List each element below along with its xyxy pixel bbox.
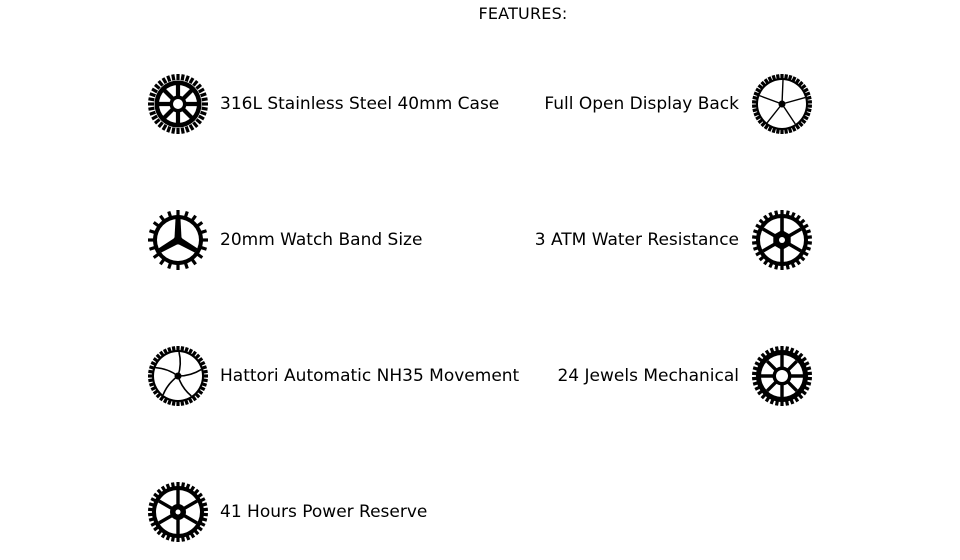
gear-three-spoke-icon <box>148 210 208 270</box>
feature-water-resistance: 3 ATM Water Resistance <box>460 209 813 271</box>
feature-display-back: Full Open Display Back <box>460 73 813 135</box>
feature-label: 20mm Watch Band Size <box>220 230 423 250</box>
feature-band-size: 20mm Watch Band Size <box>147 209 547 271</box>
feature-label: 3 ATM Water Resistance <box>534 230 739 250</box>
feature-label: 316L Stainless Steel 40mm Case <box>220 94 500 114</box>
feature-jewels: 24 Jewels Mechanical <box>460 345 813 407</box>
feature-label: 41 Hours Power Reserve <box>220 502 428 522</box>
gear-cross-ring-icon <box>751 346 813 406</box>
feature-movement: Hattori Automatic NH35 Movement <box>147 345 567 407</box>
page-title: FEATURES: <box>478 4 568 23</box>
feature-power-reserve: 41 Hours Power Reserve <box>147 481 547 543</box>
gear-hub-ring-icon <box>148 74 208 134</box>
feature-label: 24 Jewels Mechanical <box>557 366 739 386</box>
gear-thin-spoke-icon <box>751 74 813 134</box>
feature-label: Hattori Automatic NH35 Movement <box>220 366 520 386</box>
feature-label: Full Open Display Back <box>544 94 739 114</box>
gear-curved-spoke-icon <box>148 346 208 406</box>
gear-star-hub-icon <box>751 210 813 270</box>
gear-six-spoke-icon <box>147 482 209 542</box>
feature-case: 316L Stainless Steel 40mm Case <box>147 73 547 135</box>
